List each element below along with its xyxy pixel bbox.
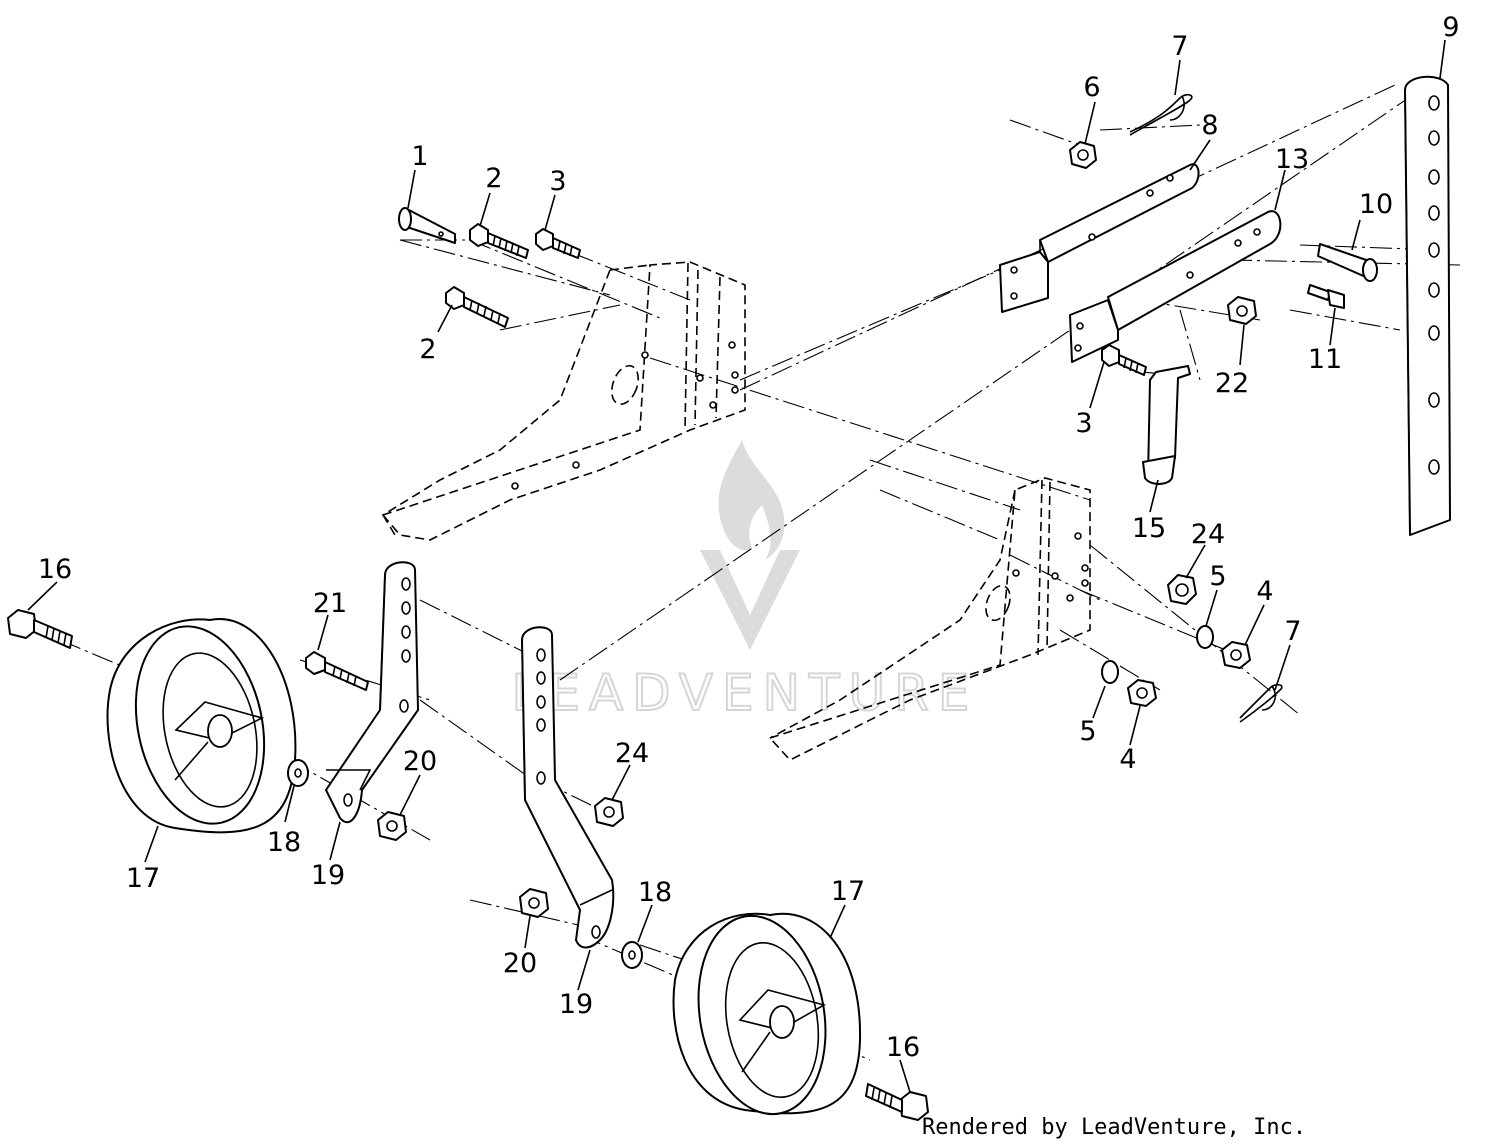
callout-4-right: 4 (1256, 576, 1273, 607)
flame-v-logo-icon (700, 440, 800, 650)
wheel-bracket (325, 561, 419, 824)
callout-6: 6 (1083, 72, 1100, 103)
flat-washer (287, 759, 309, 787)
callout-5-lower: 5 (1079, 716, 1096, 747)
callout-16-right: 16 (886, 1032, 920, 1063)
hex-nut (1069, 141, 1097, 169)
callout-19-right: 19 (559, 989, 593, 1020)
callout-24-right: 24 (1191, 519, 1225, 550)
callout-3-upper: 3 (549, 166, 566, 197)
render-credit: Rendered by LeadVenture, Inc. (922, 1115, 1307, 1140)
callout-10: 10 (1359, 189, 1393, 220)
wheel-bolt (7, 609, 73, 649)
hex-nut (594, 797, 624, 827)
hex-bolt-short (535, 228, 581, 259)
depth-pin (1317, 243, 1378, 282)
callout-24-lower: 24 (615, 738, 649, 769)
lock-washer (1101, 660, 1119, 684)
callout-18-right: 18 (638, 877, 672, 908)
hex-nut (519, 888, 549, 918)
leader-lines (27, 39, 1446, 1093)
wheel (106, 618, 297, 834)
drag-stake (1142, 365, 1191, 485)
callout-15: 15 (1132, 513, 1166, 544)
callout-18-left: 18 (267, 827, 301, 858)
hex-nut (1221, 641, 1251, 669)
hex-bolt-short (1101, 344, 1147, 376)
lock-nut (1167, 574, 1197, 605)
hex-nut (377, 811, 407, 841)
hairpin-clip (1129, 93, 1193, 136)
wheel-bolt (865, 1083, 929, 1121)
watermark-text: LEADVENTURE (512, 664, 979, 722)
flat-washer (621, 941, 643, 969)
hex-nut (1127, 679, 1157, 707)
callout-2-upper: 2 (485, 163, 502, 194)
bracket-arm-lower (1069, 210, 1282, 363)
clevis-pin (398, 207, 456, 244)
wheel-bracket (521, 626, 615, 949)
carriage-bolt (1307, 284, 1345, 309)
callout-9: 9 (1442, 12, 1459, 43)
hex-bolt (469, 223, 529, 259)
hairpin-clip (1239, 683, 1283, 723)
callout-5-right: 5 (1209, 561, 1226, 592)
lock-washer (1196, 625, 1214, 649)
hex-bolt (305, 651, 369, 691)
callout-1: 1 (411, 141, 428, 172)
callout-2-lower: 2 (419, 334, 436, 365)
wheel (672, 912, 862, 1116)
hex-bolt (445, 286, 509, 328)
callout-8: 8 (1201, 110, 1218, 141)
depth-adjust-bar (1404, 75, 1451, 536)
callout-19-left: 19 (311, 860, 345, 891)
bracket-arm-upper (999, 163, 1200, 313)
callout-labels: 1 2 2 3 3 4 4 5 5 6 7 7 8 9 10 11 13 15 … (38, 12, 1460, 1063)
callout-11: 11 (1308, 344, 1342, 375)
callout-7-lower: 7 (1284, 616, 1301, 647)
callout-7-upper: 7 (1171, 31, 1188, 62)
callout-17-right: 17 (831, 876, 865, 907)
callout-21: 21 (313, 588, 347, 619)
callout-22: 22 (1215, 368, 1249, 399)
hex-nut (1227, 296, 1257, 325)
callout-16-left: 16 (38, 554, 72, 585)
watermark: LEADVENTURE (511, 440, 979, 723)
frame-left-phantom (381, 261, 746, 541)
callout-20-right: 20 (503, 948, 537, 979)
frame-right-phantom (768, 477, 1091, 761)
callout-13: 13 (1275, 144, 1309, 175)
callout-3-right: 3 (1075, 408, 1092, 439)
callout-17-left: 17 (126, 863, 160, 894)
callout-20-left: 20 (403, 746, 437, 777)
callout-4-lower: 4 (1119, 744, 1136, 775)
